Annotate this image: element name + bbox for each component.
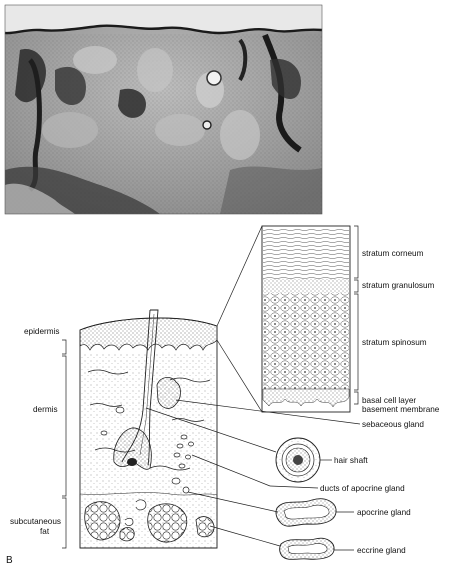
- left-brackets: [62, 339, 67, 549]
- epidermis-label: epidermis: [24, 327, 60, 336]
- micrograph: [4, 4, 323, 215]
- dermis-label: dermis: [33, 405, 58, 414]
- hair-shaft-label: hair shaft: [334, 456, 368, 465]
- skin-block-diagram: [79, 309, 218, 549]
- basal-cell-layer-label: basal cell layer: [362, 396, 416, 405]
- stratum-granulosum-label: stratum granulosum: [362, 281, 435, 290]
- epidermis-enlargement: [216, 225, 359, 413]
- stratum-corneum-label: stratum corneum: [362, 249, 424, 258]
- structure-callouts: [145, 399, 361, 560]
- basement-membrane-label: basement membrane: [362, 405, 440, 414]
- stratum-spinosum-label: stratum spinosum: [362, 338, 427, 347]
- eccrine-gland-label: eccrine gland: [357, 546, 406, 555]
- ducts-apocrine-label: ducts of apocrine gland: [320, 484, 405, 493]
- panel-label: B: [6, 555, 13, 566]
- fat-label: fat: [40, 527, 50, 536]
- sebaceous-gland-label: sebaceous gland: [362, 420, 424, 429]
- apocrine-gland-label: apocrine gland: [357, 508, 411, 517]
- subcutaneous-label: subcutaneous: [10, 517, 61, 526]
